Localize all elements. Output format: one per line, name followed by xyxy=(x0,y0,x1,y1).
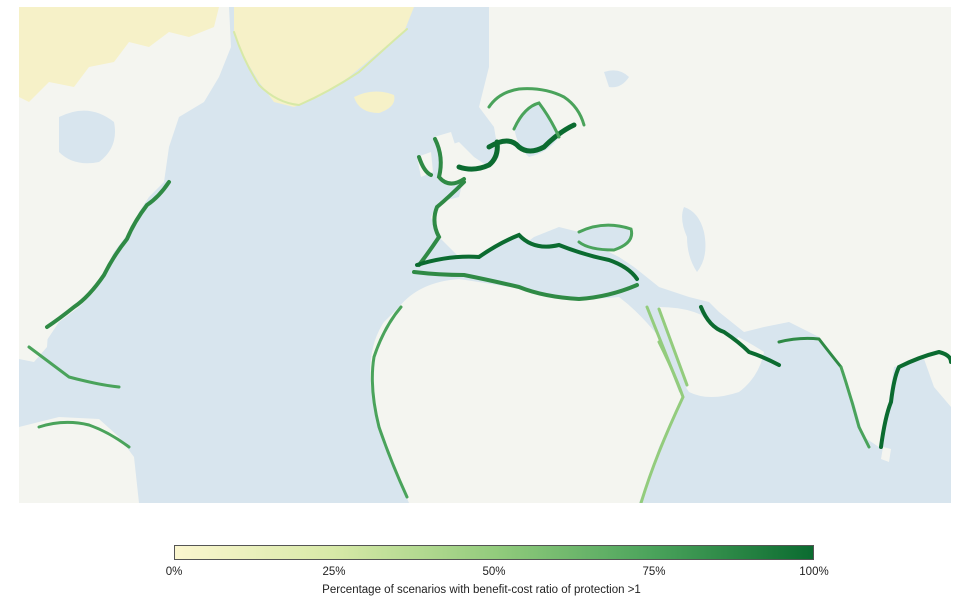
coast-west-africa xyxy=(370,305,409,499)
legend-tick-50: 50% xyxy=(482,566,506,578)
greenland xyxy=(234,7,414,107)
coast-greenland xyxy=(233,28,408,107)
coast-arabian-sea xyxy=(777,336,843,369)
coast-norway-baltic xyxy=(487,87,586,139)
legend-title: Percentage of scenarios with benefit-cos… xyxy=(322,584,641,596)
coast-east-africa xyxy=(639,340,685,503)
southeast-asia-coast xyxy=(924,347,951,407)
coast-india-west xyxy=(839,365,871,449)
legend-tick-25: 25% xyxy=(322,566,346,578)
world-map xyxy=(19,7,951,503)
iceland xyxy=(354,91,395,113)
coast-caribbean xyxy=(27,345,131,449)
colorbar xyxy=(174,545,814,560)
bay-of-bengal xyxy=(881,359,951,503)
color-legend: 0% 25% 50% 75% 100% Percentage of scenar… xyxy=(0,540,963,606)
coast-mediterranean-north xyxy=(415,232,639,281)
coast-persian-gulf xyxy=(699,305,781,367)
sri-lanka xyxy=(881,447,891,462)
africa xyxy=(370,279,684,503)
florida xyxy=(19,319,49,362)
arabian-peninsula xyxy=(659,307,764,397)
map-canvas xyxy=(19,7,951,503)
arctic-islands xyxy=(19,7,219,102)
persian-gulf xyxy=(701,307,741,339)
mediterranean-sea xyxy=(414,237,639,299)
coast-france-iberia xyxy=(417,180,466,267)
legend-tick-0: 0% xyxy=(165,566,183,578)
coastline-shading xyxy=(27,28,951,503)
legend-tick-75: 75% xyxy=(642,566,666,578)
hudson-bay xyxy=(59,110,115,164)
black-sea xyxy=(579,226,630,249)
coast-black-sea xyxy=(577,223,634,252)
north-america-landmass xyxy=(19,7,231,352)
coast-mediterranean-south xyxy=(412,270,639,302)
coast-us-east xyxy=(45,180,171,329)
legend-tick-100: 100% xyxy=(799,566,829,578)
south-america xyxy=(19,417,139,503)
coast-british-isles xyxy=(417,137,466,186)
coast-bay-of-bengal xyxy=(879,349,951,449)
caspian-sea xyxy=(682,207,706,272)
white-sea xyxy=(604,70,629,88)
